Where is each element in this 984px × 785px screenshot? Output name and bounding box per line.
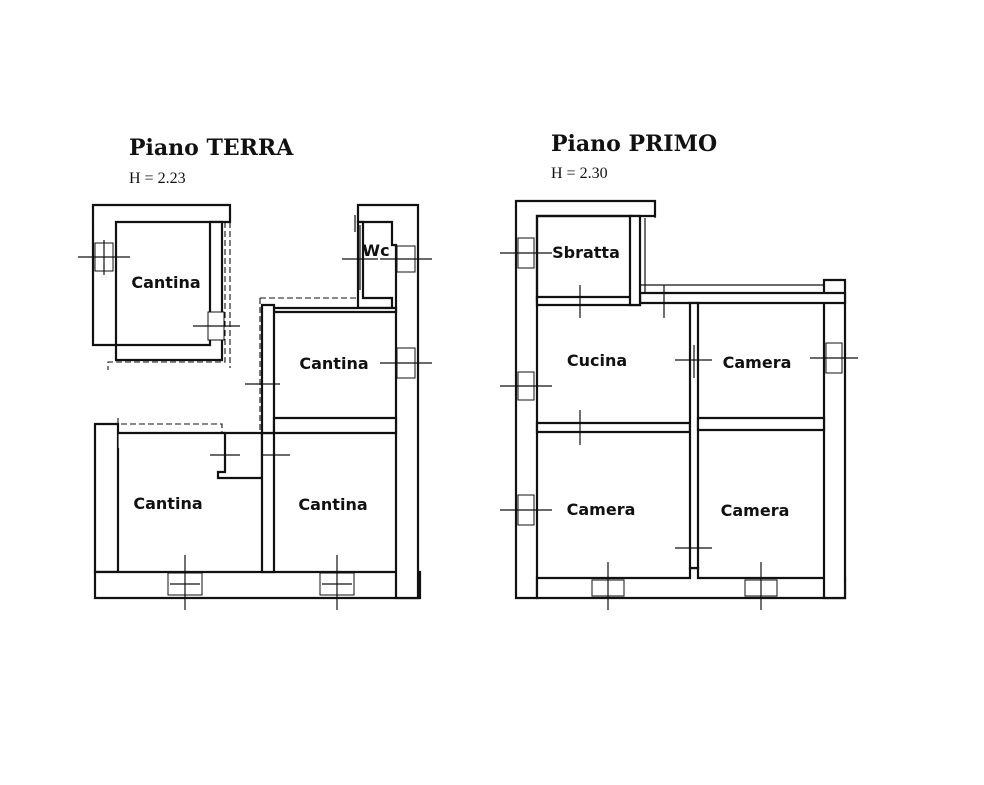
ground-room-cantina-middle-right: Cantina bbox=[299, 354, 368, 373]
first-room-camera-top-right: Camera bbox=[723, 353, 792, 372]
first-room-cucina: Cucina bbox=[567, 351, 627, 370]
first-floor-height: H = 2.30 bbox=[551, 165, 608, 182]
first-floor-title: Piano PRIMO bbox=[551, 131, 717, 157]
first-room-camera-bottom-left: Camera bbox=[567, 500, 636, 519]
ground-room-cantina-bottom-right: Cantina bbox=[298, 495, 367, 514]
first-floor-plan: Piano PRIMO H = 2.30 bbox=[500, 131, 858, 610]
ground-floor-title: Piano TERRA bbox=[129, 135, 294, 161]
first-room-sbratta: Sbratta bbox=[552, 243, 620, 262]
ground-room-cantina-top-left: Cantina bbox=[131, 273, 200, 292]
ground-floor-plan: Piano TERRA H = 2.23 bbox=[78, 135, 432, 610]
ground-cantina-bottom-left-walls bbox=[93, 418, 422, 610]
ground-cantina-top-left-walls bbox=[78, 203, 240, 370]
ground-floor-height: H = 2.23 bbox=[129, 170, 186, 187]
ground-room-wc: Wc bbox=[362, 241, 389, 260]
first-floor-walls bbox=[500, 199, 858, 610]
ground-right-block-walls bbox=[245, 203, 432, 600]
first-room-camera-bottom-right: Camera bbox=[721, 501, 790, 520]
ground-room-cantina-bottom-left: Cantina bbox=[133, 494, 202, 513]
